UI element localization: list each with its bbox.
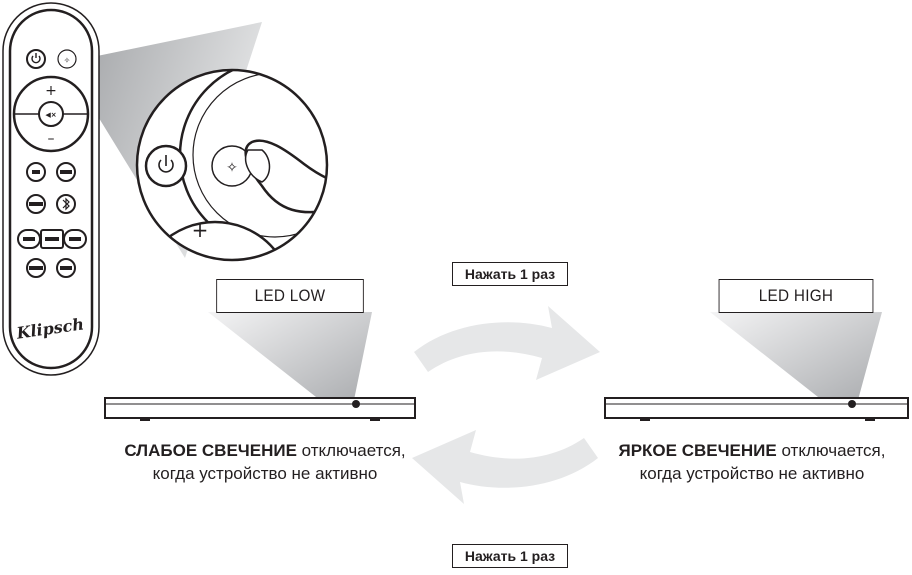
led-indicator-right [848,400,856,408]
caption-led-low-rest: отключается, [296,441,406,460]
remote-power-icon [31,53,41,64]
zoom-power-icon [158,155,174,173]
caption-led-high-line2: когда устройство не активно [639,464,865,483]
caption-led-high-rest: отключается, [776,441,886,460]
caption-led-high-bold: ЯРКОЕ СВЕЧЕНИЕ [618,441,777,460]
led-indicator-left [352,400,360,408]
remote-light-button[interactable] [57,49,77,69]
led-high-label: LED HIGH [718,279,874,313]
remote-mute-icon: ◀× [45,111,56,119]
remote-volume-minus[interactable]: – [48,131,55,147]
remote-mute-button[interactable] [38,101,64,127]
caption-led-low: СЛАБОЕ СВЕЧЕНИЕ отключается, когда устро… [100,439,430,485]
soundbar-left [104,397,416,421]
zoom-plus: + [192,218,209,242]
remote-control: ✧ ◀× + – Klipsch [2,2,100,376]
remote-light-icon: ✧ [64,56,71,65]
arrow-to-low [412,430,598,504]
beam-led-low [208,312,372,408]
beam-led-high [710,312,882,408]
press-once-bottom-label: Нажать 1 раз [452,544,568,568]
svg-text:✧: ✧ [226,160,238,176]
arrow-to-high [414,306,600,380]
remote-power-button[interactable] [26,49,46,69]
caption-led-low-line2: когда устройство не активно [152,464,378,483]
soundbar-right [604,397,909,421]
caption-led-high: ЯРКОЕ СВЕЧЕНИЕ отключается, когда устрой… [592,439,912,485]
caption-led-low-bold: СЛАБОЕ СВЕЧЕНИЕ [124,441,297,460]
finger-icon [244,139,327,214]
bluetooth-icon [62,197,70,211]
led-low-label: LED LOW [216,279,364,313]
remote-volume-plus[interactable]: + [45,83,57,99]
zoom-circle: ✧ + [135,68,329,262]
press-once-top-label: Нажать 1 раз [452,262,568,286]
